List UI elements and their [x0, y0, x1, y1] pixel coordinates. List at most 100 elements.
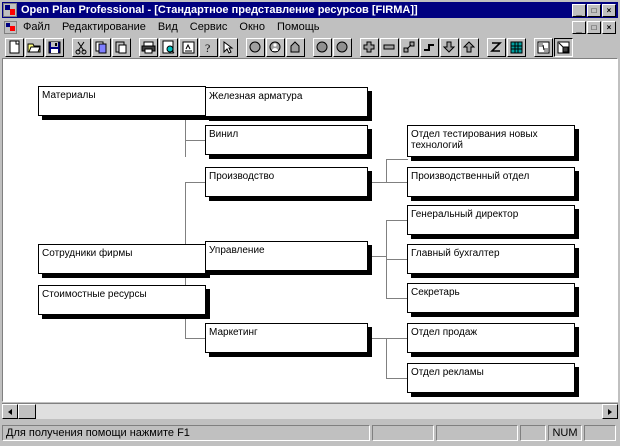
status-panel-a: [372, 425, 434, 441]
filled-ellipse-icon-button[interactable]: [333, 37, 352, 57]
node-label: Железная арматура: [209, 91, 303, 102]
scrollbar-track[interactable]: [18, 404, 602, 419]
menu-item-help[interactable]: Помощь: [276, 21, 320, 33]
maximize-icon: □: [591, 5, 597, 15]
node-prod-dept[interactable]: Производственный отдел: [407, 167, 575, 197]
connector-to-gendir: [386, 220, 408, 221]
node-materials[interactable]: Материалы: [38, 86, 206, 116]
chart-view-icon-button[interactable]: [534, 37, 553, 57]
mdi-minimize-button[interactable]: _: [572, 21, 586, 34]
connector-to-ads: [386, 378, 408, 379]
move-down-icon-button[interactable]: [440, 37, 459, 57]
menu-item-window[interactable]: Окно: [239, 21, 265, 33]
node-test-dept-wrap: Отдел тестирования новых технологий: [407, 125, 579, 161]
filled-circle-icon-button[interactable]: [313, 37, 332, 57]
connector-production-trunk: [386, 159, 387, 183]
node-test-dept[interactable]: Отдел тестирования новых технологий: [407, 125, 575, 157]
resource-breakdown-canvas: Материалы Сотрудники фирмы Стоимостные р…: [3, 59, 617, 401]
status-panel-c: [520, 425, 546, 441]
node-staff-wrap: Сотрудники фирмы: [38, 244, 210, 278]
help-question-icon-button[interactable]: ?: [199, 37, 218, 57]
scroll-left-arrow-icon[interactable]: [2, 404, 18, 419]
node-gen-director-wrap: Генеральный директор: [407, 205, 579, 239]
title-bar[interactable]: Open Plan Professional - [Стандартное пр…: [2, 2, 618, 18]
grid-table-icon-button[interactable]: [507, 37, 526, 57]
link-icon-button[interactable]: [400, 37, 419, 57]
status-num-indicator: NUM: [548, 425, 582, 441]
status-message: Для получения помощи нажмите F1: [2, 425, 370, 441]
node-label: Главный бухгалтер: [411, 248, 500, 259]
node-gen-director[interactable]: Генеральный директор: [407, 205, 575, 235]
menu-item-service[interactable]: Сервис: [189, 21, 228, 33]
node-sales-dept[interactable]: Отдел продаж: [407, 323, 575, 353]
node-ads-dept[interactable]: Отдел рекламы: [407, 363, 575, 393]
expand-view-icon-button[interactable]: [554, 37, 573, 57]
help-pointer-icon-button[interactable]: [219, 37, 238, 57]
open-folder-icon-button[interactable]: [25, 37, 44, 57]
menu-item-file[interactable]: Файл: [23, 21, 51, 33]
close-button[interactable]: ×: [602, 3, 616, 17]
connector-materials-trunk: [185, 101, 186, 157]
node-label: Производство: [209, 171, 275, 182]
node-chief-accountant-wrap: Главный бухгалтер: [407, 244, 579, 278]
connector-to-production: [185, 182, 205, 183]
node-secretary[interactable]: Секретарь: [407, 283, 575, 313]
node-label: Управление: [209, 245, 265, 256]
app-icon[interactable]: [3, 3, 17, 17]
resource-shape-icon-button[interactable]: [286, 37, 305, 57]
diagram-client-area[interactable]: Материалы Сотрудники фирмы Стоимостные р…: [2, 58, 618, 402]
promote-icon-button[interactable]: [420, 37, 439, 57]
zigzag-icon-button[interactable]: [487, 37, 506, 57]
sort-icon-button[interactable]: [179, 37, 198, 57]
connector-to-prod-dept: [386, 182, 408, 183]
minus-remove-icon-button[interactable]: [380, 37, 399, 57]
node-label: Стоимостные ресурсы: [42, 289, 147, 300]
node-chief-accountant[interactable]: Главный бухгалтер: [407, 244, 575, 274]
menu-bar: Файл Редактирование Вид Сервис Окно Помо…: [2, 19, 618, 36]
scroll-right-arrow-icon[interactable]: [602, 404, 618, 419]
connector-marketing-trunk: [386, 338, 387, 378]
print-preview-icon-button[interactable]: [159, 37, 178, 57]
horizontal-scrollbar[interactable]: [2, 403, 618, 419]
copy-icon-button[interactable]: [92, 37, 111, 57]
node-production-wrap: Производство: [205, 167, 372, 201]
node-management-wrap: Управление: [205, 241, 372, 275]
cut-scissors-icon-button[interactable]: [72, 37, 91, 57]
status-bar: Для получения помощи нажмите F1 NUM: [2, 424, 618, 442]
node-iron-fitting[interactable]: Железная арматура: [205, 87, 368, 117]
scrollbar-thumb[interactable]: [18, 404, 36, 419]
move-up-icon-button[interactable]: [460, 37, 479, 57]
node-label: Генеральный директор: [411, 209, 519, 220]
node-iron-fitting-wrap: Железная арматура: [205, 87, 372, 121]
close-icon: ×: [606, 5, 612, 15]
resource-circle-icon-button[interactable]: [246, 37, 265, 57]
paste-icon-button[interactable]: [112, 37, 131, 57]
node-prod-dept-wrap: Производственный отдел: [407, 167, 579, 201]
document-icon[interactable]: [4, 21, 17, 34]
window-controls: _ □ ×: [571, 3, 616, 17]
plus-add-icon-button[interactable]: [360, 37, 379, 57]
save-disk-icon-button[interactable]: [45, 37, 64, 57]
node-cost-resources[interactable]: Стоимостные ресурсы: [38, 285, 206, 315]
node-vinyl-wrap: Винил: [205, 125, 372, 159]
menu-item-edit[interactable]: Редактирование: [62, 21, 146, 33]
node-production[interactable]: Производство: [205, 167, 368, 197]
node-ads-dept-wrap: Отдел рекламы: [407, 363, 579, 397]
mdi-close-button[interactable]: ×: [602, 21, 616, 34]
node-marketing[interactable]: Маркетинг: [205, 323, 368, 353]
node-management[interactable]: Управление: [205, 241, 368, 271]
minimize-button[interactable]: _: [572, 3, 586, 17]
menu-item-view[interactable]: Вид: [157, 21, 178, 33]
window-title: Open Plan Professional - [Стандартное пр…: [21, 4, 418, 16]
toolbar: ?: [2, 36, 618, 58]
node-staff[interactable]: Сотрудники фирмы: [38, 244, 206, 274]
mdi-restore-button[interactable]: □: [587, 21, 601, 34]
print-icon-button[interactable]: [139, 37, 158, 57]
node-marketing-wrap: Маркетинг: [205, 323, 372, 357]
resource-person-icon-button[interactable]: [266, 37, 285, 57]
node-vinyl[interactable]: Винил: [205, 125, 368, 155]
maximize-button[interactable]: □: [587, 3, 601, 17]
node-label: Отдел тестирования новых: [411, 129, 538, 140]
new-file-icon-button[interactable]: [5, 37, 24, 57]
